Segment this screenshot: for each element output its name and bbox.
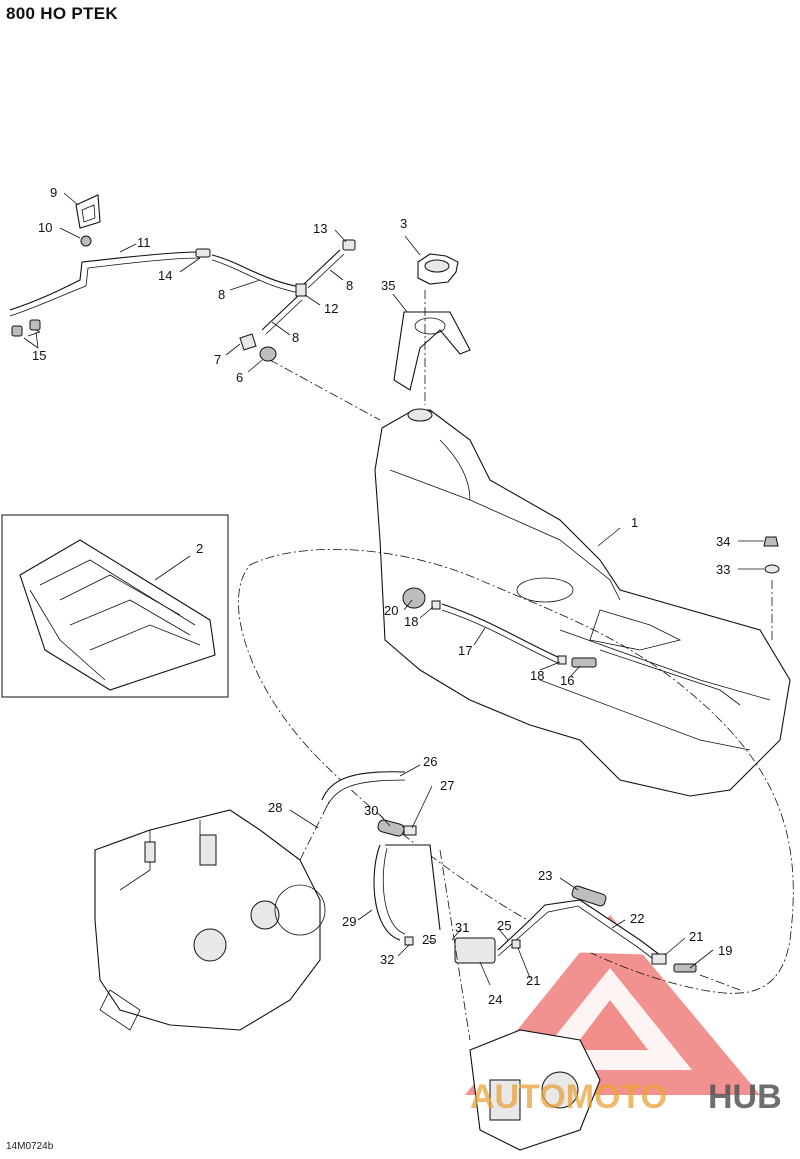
callout-1: 1 <box>631 515 638 530</box>
routing-lines <box>269 290 741 1041</box>
diagram-code: 14M0724b <box>6 1141 54 1152</box>
callout-16: 16 <box>560 673 574 688</box>
callout-31: 31 <box>455 920 469 935</box>
callout-8a: 8 <box>218 287 225 302</box>
callout-15: 15 <box>32 348 46 363</box>
callout-26: 26 <box>423 754 437 769</box>
fuel-pump-area <box>321 771 697 973</box>
callout-6: 6 <box>236 370 243 385</box>
callout-10: 10 <box>38 220 52 235</box>
engine-block <box>94 809 326 1031</box>
callout-8b: 8 <box>346 278 353 293</box>
inset-box <box>1 514 229 698</box>
callout-20: 20 <box>384 603 398 618</box>
callout-18a: 18 <box>404 614 418 629</box>
callout-28: 28 <box>268 800 282 815</box>
callout-12: 12 <box>324 301 338 316</box>
fuel-line-17 <box>402 587 597 668</box>
vent-hose-assembly <box>9 194 356 362</box>
callout-27: 27 <box>440 778 454 793</box>
callout-19: 19 <box>718 943 732 958</box>
watermark-text: AUTOMOTO HUB <box>470 1078 782 1116</box>
callout-14: 14 <box>158 268 172 283</box>
watermark-word-2: HUB <box>708 1078 782 1116</box>
callout-21a: 21 <box>689 929 703 944</box>
callout-17: 17 <box>458 643 472 658</box>
callout-29: 29 <box>342 914 356 929</box>
callout-2: 2 <box>196 541 203 556</box>
callout-11: 11 <box>137 235 151 250</box>
callout-3: 3 <box>400 216 407 231</box>
callout-30: 30 <box>364 803 378 818</box>
callout-labels: 1 2 3 6 7 8 8 8 9 10 11 12 13 14 15 16 1… <box>32 185 732 1007</box>
callout-13: 13 <box>313 221 327 236</box>
cap-retainer-bracket <box>393 311 471 391</box>
callout-35: 35 <box>381 278 395 293</box>
leader-lines <box>23 192 764 986</box>
fuel-cap <box>417 253 459 285</box>
callout-22: 22 <box>630 911 644 926</box>
fuel-tank <box>374 408 791 797</box>
diagram-title: 800 HO PTEK <box>6 4 118 23</box>
callout-24: 24 <box>488 992 502 1007</box>
carburetor <box>469 1029 601 1151</box>
watermark-word-1: AUTOMOTO <box>470 1078 667 1116</box>
callout-33: 33 <box>716 562 730 577</box>
callout-7: 7 <box>214 352 221 367</box>
callout-25a: 25 <box>497 918 511 933</box>
callout-23: 23 <box>538 868 552 883</box>
tank-hardware <box>763 536 780 640</box>
callout-8c: 8 <box>292 330 299 345</box>
callout-18b: 18 <box>530 668 544 683</box>
callout-21b: 21 <box>526 973 540 988</box>
callout-34: 34 <box>716 534 730 549</box>
callout-9: 9 <box>50 185 57 200</box>
callout-32: 32 <box>380 952 394 967</box>
callout-25b: 25 <box>422 932 436 947</box>
detail-outline <box>238 549 794 994</box>
